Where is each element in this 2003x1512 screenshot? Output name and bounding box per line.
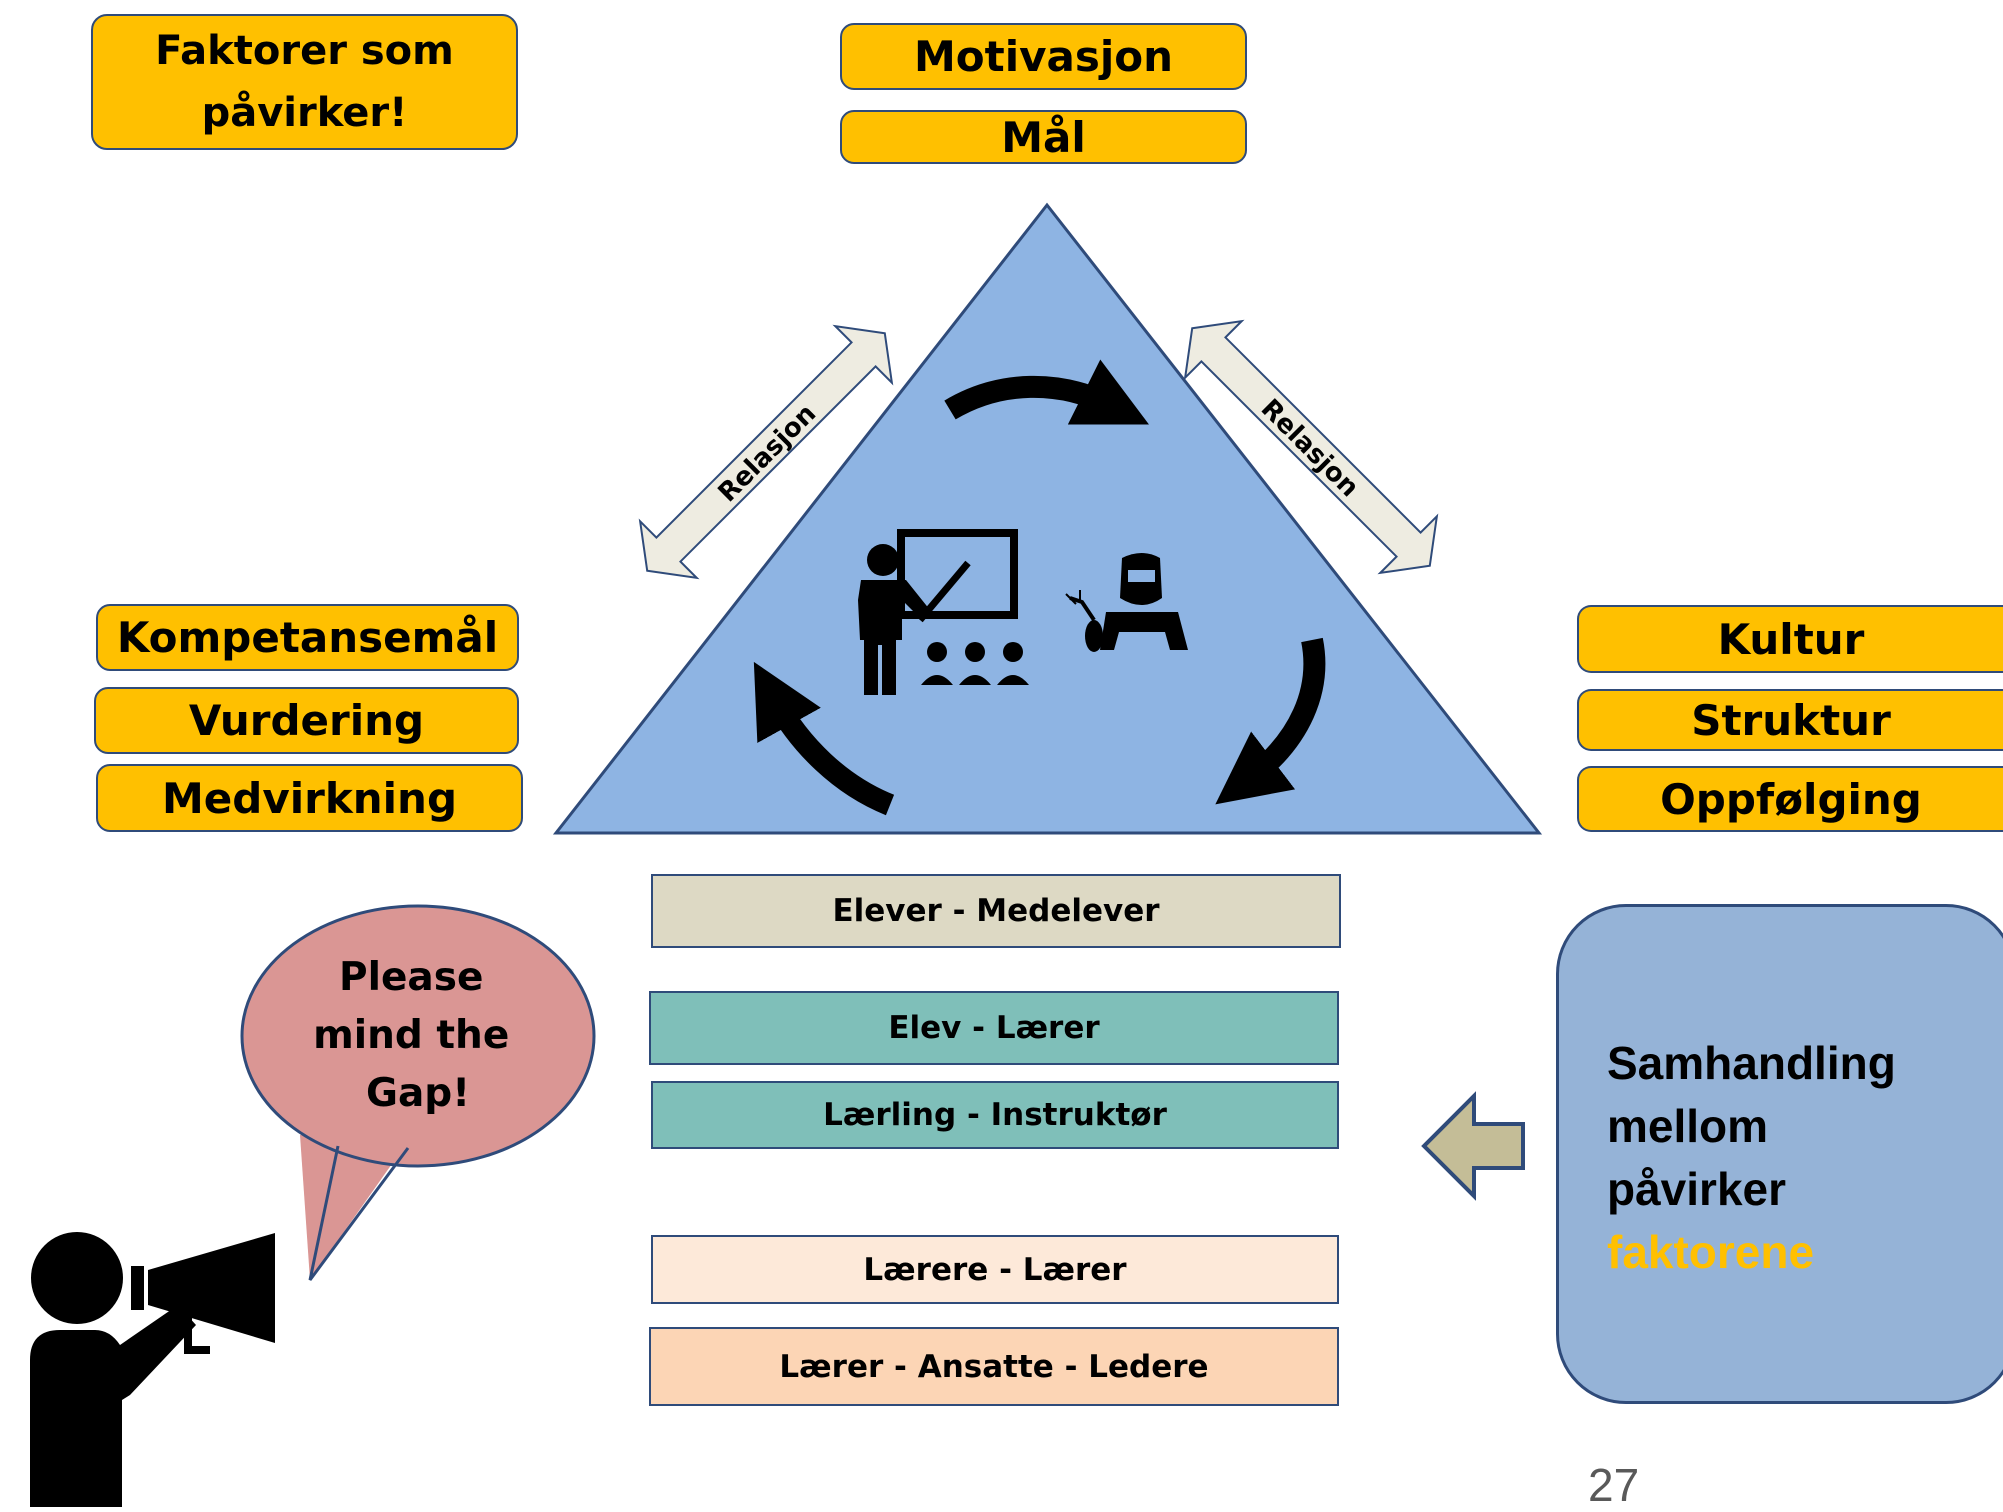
- relationship-row-elev-laerer: Elev - Lærer: [649, 991, 1339, 1065]
- interaction-note: Samhandling mellom påvirker faktorene: [1556, 904, 2003, 1404]
- left-arrow-icon: [1421, 1091, 1525, 1201]
- relationship-row-laerer-ansatte-ledere: Lærer - Ansatte - Ledere: [649, 1327, 1339, 1406]
- double-arrow-icon: [1183, 319, 1439, 575]
- factor-kultur: Kultur: [1577, 605, 2003, 673]
- relationship-row-laerere-laerer: Lærere - Lærer: [651, 1235, 1339, 1304]
- note-highlight: faktorene: [1607, 1226, 1815, 1278]
- welder-icon: [1065, 553, 1188, 652]
- note-line-1: Samhandling: [1607, 1037, 1896, 1089]
- factor-kompetansemaal: Kompetansemål: [96, 604, 519, 671]
- factor-struktur: Struktur: [1577, 689, 2003, 751]
- factor-vurdering: Vurdering: [94, 687, 519, 754]
- title-box: Faktorer som påvirker!: [91, 14, 518, 150]
- teacher-classroom-icon: [858, 529, 1029, 695]
- title-line-1: Faktorer som: [155, 28, 454, 74]
- note-line-3: påvirker: [1607, 1163, 1787, 1215]
- double-arrow-icon: [638, 324, 894, 580]
- speech-line-1: Please: [339, 955, 483, 1000]
- relation-label-left: Relasjon: [713, 399, 823, 509]
- cycle-arrow-icon: [753, 661, 895, 816]
- cycle-arrow-icon: [1215, 637, 1326, 805]
- speech-line-2: mind the: [313, 1013, 509, 1058]
- factor-medvirkning: Medvirkning: [96, 764, 523, 832]
- page-number: 27: [1588, 1459, 1640, 1511]
- speech-bubble-body: [240, 904, 596, 1168]
- factor-maal: Mål: [840, 110, 1247, 164]
- relation-label-right: Relasjon: [1255, 394, 1365, 504]
- megaphone-person-icon: [30, 1232, 275, 1507]
- relationship-row-laerling-instruktor: Lærling - Instruktør: [651, 1081, 1339, 1149]
- note-line-2: mellom: [1607, 1100, 1769, 1152]
- speech-line-3: Gap!: [366, 1071, 470, 1116]
- title-line-2: påvirker!: [201, 90, 408, 136]
- cycle-arrow-icon: [944, 359, 1149, 425]
- relationship-row-elever-medelever: Elever - Medelever: [651, 874, 1341, 948]
- factor-oppfolging: Oppfølging: [1577, 766, 2003, 832]
- factor-motivasjon: Motivasjon: [840, 23, 1247, 90]
- speech-bubble-text: Please mind the Gap!: [313, 955, 523, 1116]
